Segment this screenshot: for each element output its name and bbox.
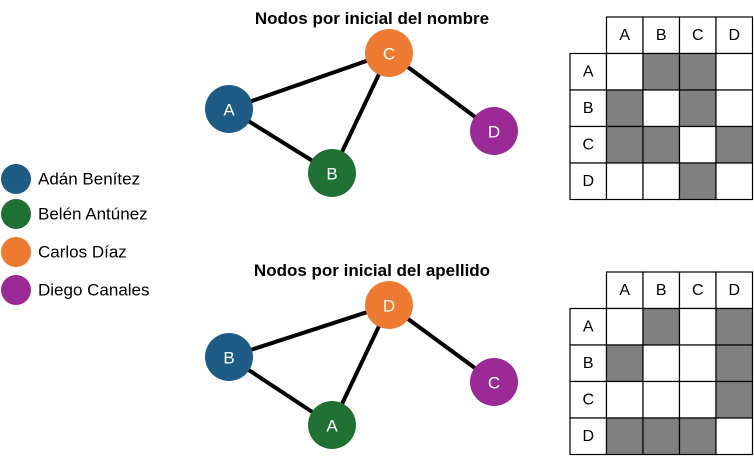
matrix-col-header bbox=[715, 16, 754, 55]
matrix-row-header bbox=[569, 162, 608, 201]
matrix-cell-filled bbox=[678, 417, 717, 456]
graph-nombre: A B C D bbox=[205, 29, 518, 197]
matrix-cell-empty bbox=[678, 380, 717, 419]
matrix-col-label: D bbox=[728, 282, 740, 299]
matrix-col-label: C bbox=[692, 27, 704, 44]
matrix-cell-empty bbox=[642, 89, 681, 128]
matrix-cell-filled bbox=[715, 125, 754, 164]
node-label-A: A bbox=[326, 417, 338, 436]
node-D bbox=[365, 281, 413, 329]
node-label-C: C bbox=[383, 45, 395, 64]
adjacency-matrix-apellido: A B C D A B C D bbox=[569, 271, 754, 456]
matrix-row-label: C bbox=[582, 391, 594, 408]
matrix-row-header bbox=[569, 344, 608, 383]
matrix-col-label: A bbox=[619, 282, 630, 299]
legend-swatch bbox=[1, 275, 31, 305]
matrix-row-label: D bbox=[582, 428, 594, 445]
node-label-B: B bbox=[326, 165, 337, 184]
matrix-cell-filled bbox=[642, 52, 681, 91]
matrix-cell-empty bbox=[605, 307, 644, 346]
matrix-cell-filled bbox=[642, 125, 681, 164]
node-C bbox=[470, 358, 518, 406]
matrix-col-header bbox=[678, 271, 717, 310]
node-D bbox=[470, 107, 518, 155]
matrix-col-header bbox=[642, 271, 681, 310]
matrix-cell-filled bbox=[642, 307, 681, 346]
matrix-cell-empty bbox=[678, 125, 717, 164]
matrix-cell-empty bbox=[715, 162, 754, 201]
matrix-cell-empty bbox=[642, 162, 681, 201]
matrix-row-label: D bbox=[582, 173, 594, 190]
legend-label: Diego Canales bbox=[38, 281, 150, 300]
matrix-row-label: A bbox=[583, 63, 594, 80]
matrix-cell-empty bbox=[605, 162, 644, 201]
edge-B-D bbox=[227, 303, 391, 359]
matrix-cell-empty bbox=[642, 344, 681, 383]
matrix-cell-empty bbox=[642, 380, 681, 419]
matrix-row-label: B bbox=[583, 100, 594, 117]
matrix-cell-filled bbox=[715, 344, 754, 383]
matrix-cell-filled bbox=[715, 380, 754, 419]
matrix-col-header bbox=[605, 271, 644, 310]
matrix-row-label: A bbox=[583, 318, 594, 335]
node-label-D: D bbox=[383, 297, 395, 316]
legend-label: Adán Benítez bbox=[38, 170, 140, 189]
matrix-cell-empty bbox=[678, 344, 717, 383]
matrix-cell-filled bbox=[678, 162, 717, 201]
matrix-cell-empty bbox=[715, 417, 754, 456]
matrix-cell-filled bbox=[715, 307, 754, 346]
matrix-cell-empty bbox=[715, 89, 754, 128]
node-A bbox=[308, 401, 356, 449]
matrix-cell-filled bbox=[605, 89, 644, 128]
graph-title-apellido: Nodos por inicial del apellido bbox=[254, 261, 490, 280]
matrix-col-header bbox=[715, 271, 754, 310]
matrix-cell-filled bbox=[678, 52, 717, 91]
matrix-row-label: B bbox=[583, 355, 594, 372]
legend-label: Belén Antúnez bbox=[38, 205, 148, 224]
node-label-A: A bbox=[223, 101, 235, 120]
matrix-col-label: B bbox=[656, 282, 667, 299]
matrix-cell-filled bbox=[678, 89, 717, 128]
legend-swatch bbox=[1, 164, 31, 194]
matrix-row-header bbox=[569, 89, 608, 128]
node-label-B: B bbox=[223, 349, 234, 368]
node-C bbox=[365, 29, 413, 77]
matrix-row-header bbox=[569, 307, 608, 346]
matrix-cell-empty bbox=[605, 52, 644, 91]
graph-title-nombre: Nodos por inicial del nombre bbox=[255, 9, 489, 28]
matrix-cell-filled bbox=[642, 417, 681, 456]
matrix-cell-empty bbox=[605, 380, 644, 419]
matrix-cell-filled bbox=[605, 417, 644, 456]
matrix-cell-filled bbox=[605, 125, 644, 164]
node-label-C: C bbox=[488, 374, 500, 393]
node-B bbox=[205, 333, 253, 381]
matrix-row-header bbox=[569, 380, 608, 419]
adjacency-matrix-nombre: A B C D A B C D bbox=[569, 16, 754, 201]
matrix-col-label: B bbox=[656, 27, 667, 44]
matrix-col-label: C bbox=[692, 282, 704, 299]
matrix-cell-empty bbox=[715, 52, 754, 91]
legend-swatch bbox=[1, 237, 31, 267]
node-B bbox=[308, 149, 356, 197]
matrix-row-label: C bbox=[582, 136, 594, 153]
graph-apellido: B A D C bbox=[205, 281, 518, 449]
legend-swatch bbox=[1, 199, 31, 229]
matrix-cell-filled bbox=[605, 344, 644, 383]
edge-A-C bbox=[227, 51, 391, 111]
node-label-D: D bbox=[488, 123, 500, 142]
matrix-cell-empty bbox=[678, 307, 717, 346]
matrix-row-header bbox=[569, 52, 608, 91]
legend-label: Carlos Díaz bbox=[38, 243, 127, 262]
matrix-col-label: A bbox=[619, 27, 630, 44]
matrix-col-label: D bbox=[728, 27, 740, 44]
node-A bbox=[205, 85, 253, 133]
